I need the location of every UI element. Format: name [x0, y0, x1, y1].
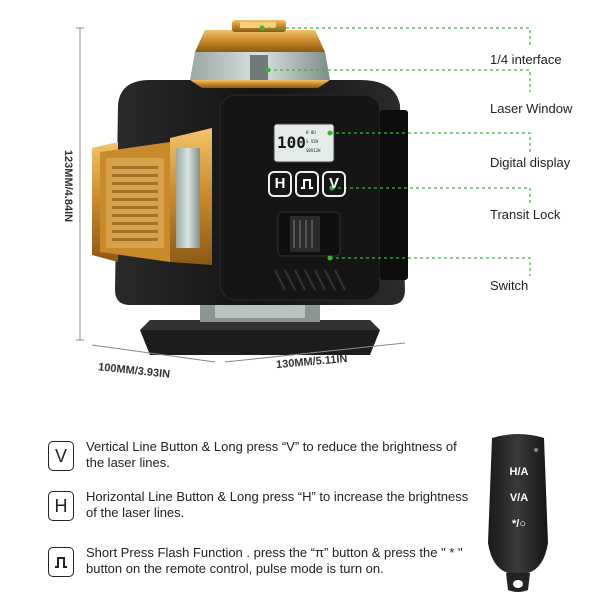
- v-button-icon: V: [48, 441, 74, 471]
- device-v-button[interactable]: V: [322, 171, 346, 197]
- display-line: H 0U: [306, 130, 316, 135]
- dimension-lines: [76, 27, 406, 363]
- callout-transit-lock: Transit Lock: [490, 207, 561, 222]
- pulse-icon: [48, 547, 74, 577]
- legend-text: Short Press Flash Function . press the “…: [86, 545, 463, 576]
- legend-text: Vertical Line Button & Long press “V” to…: [86, 439, 457, 470]
- callout-interface: 1/4 interface: [490, 52, 562, 67]
- vent-grille: [274, 269, 346, 291]
- remote-va-button[interactable]: V/A: [509, 492, 529, 504]
- transit-lock-slider[interactable]: [277, 211, 341, 257]
- display-digits: 100: [277, 133, 306, 152]
- remote-pulse-button[interactable]: */○: [512, 518, 526, 530]
- callout-digital-display: Digital display: [490, 155, 571, 170]
- h-button-icon: H: [48, 491, 74, 521]
- remote-control: [488, 434, 548, 592]
- display-status-lines: H 0U S V2H S0V12H: [306, 128, 332, 155]
- display-line: S V2H: [306, 139, 319, 144]
- legend-text: Horizontal Line Button & Long press “H” …: [86, 489, 469, 520]
- display-line: S0V12H: [306, 148, 321, 153]
- laser-window-top: [190, 20, 330, 88]
- pulse-icon: [301, 179, 313, 189]
- device-pulse-button[interactable]: [295, 171, 319, 197]
- remote-ha-button[interactable]: H/A: [509, 466, 529, 478]
- dimension-height: 123MM/4.84IN: [62, 149, 74, 223]
- callout-dots: [259, 25, 335, 261]
- digital-display: [273, 123, 335, 163]
- callout-leaders: [262, 27, 531, 276]
- callout-laser-window: Laser Window: [490, 101, 573, 116]
- callout-switch: Switch: [490, 278, 529, 293]
- laser-window-side: [92, 128, 212, 265]
- device-h-button[interactable]: H: [268, 171, 292, 197]
